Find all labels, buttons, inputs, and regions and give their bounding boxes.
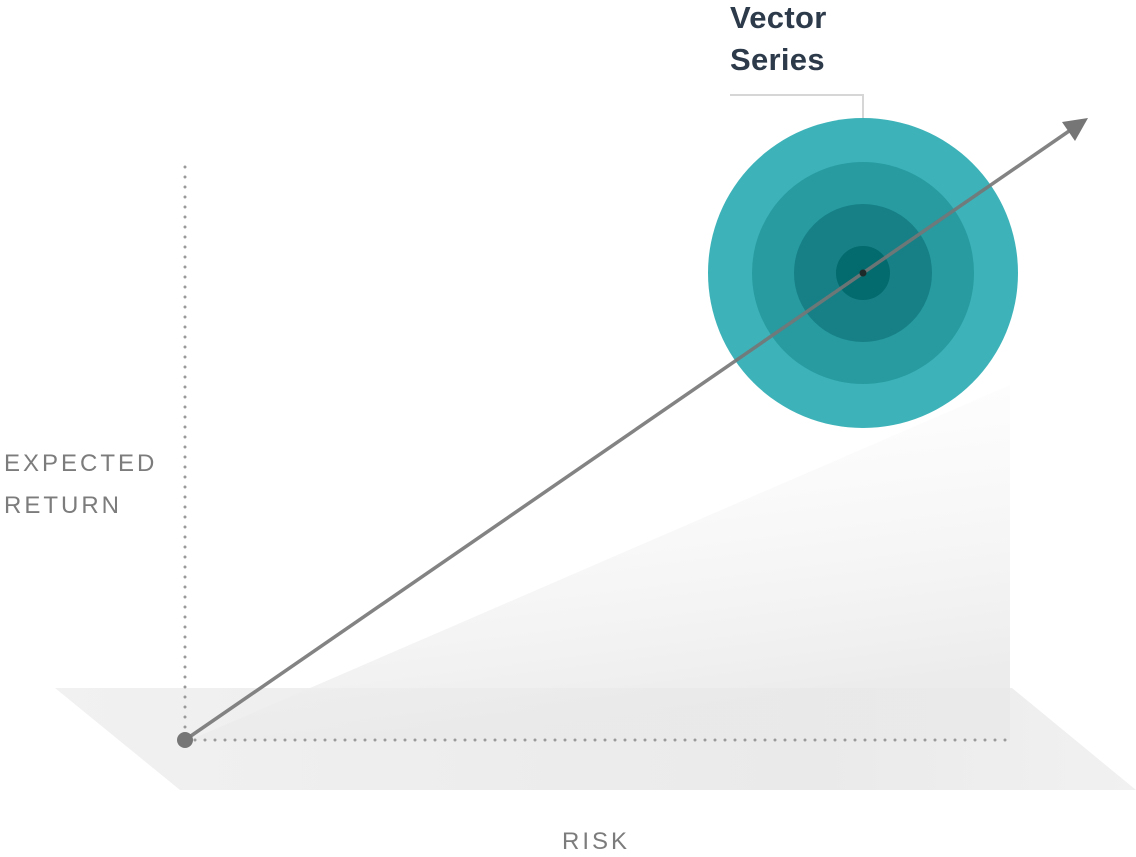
y-axis-label-line-2: RETURN [4,492,122,519]
origin-dot-icon [177,732,193,748]
y-axis-label-line-1: EXPECTED [4,450,158,477]
wall-shadow [190,385,1010,740]
diagram-title-line-1: Vector [730,0,827,35]
diagram-title-line-2: Series [730,42,825,77]
return-arrow-line [184,127,1073,742]
title-leader-line [730,94,864,120]
x-axis-label: RISK [562,828,631,855]
target-center-dot [859,269,867,277]
arrow-head-icon [1062,118,1088,141]
